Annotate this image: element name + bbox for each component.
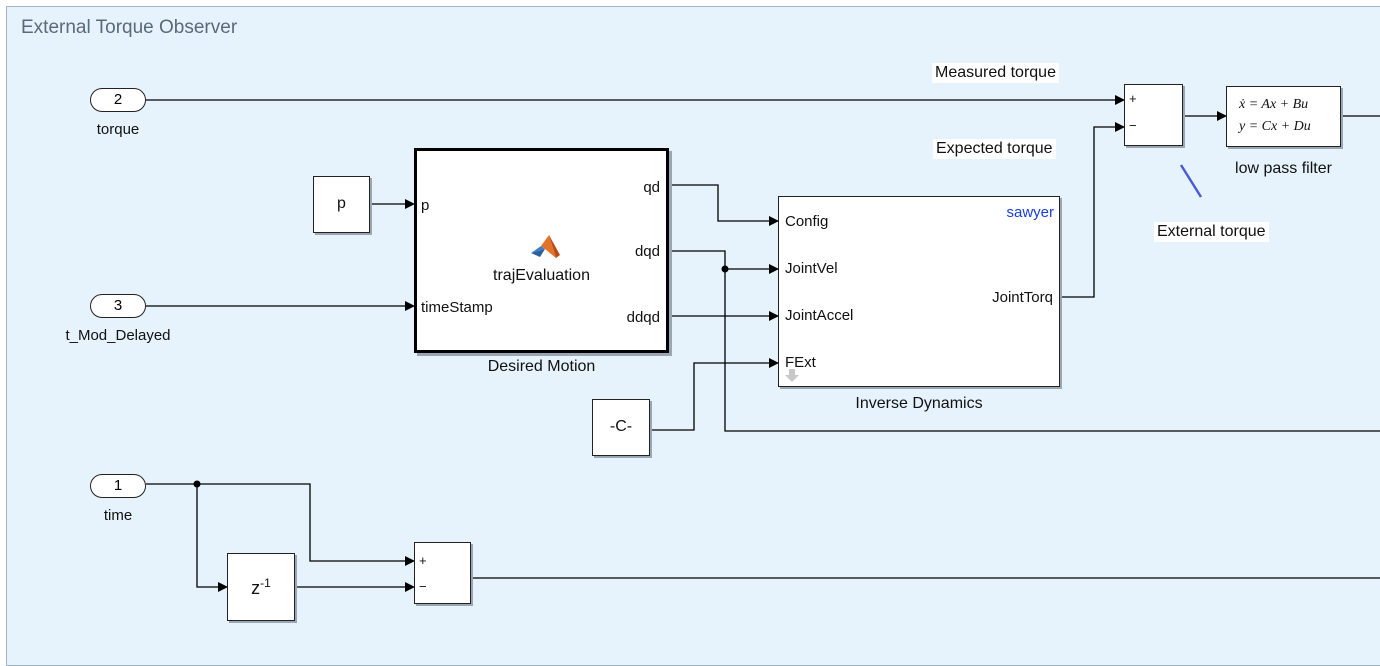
line-time (146, 483, 415, 566)
low-pass-filter-block[interactable]: ẋ = Ax + Bu y = Cx + Du (1226, 86, 1341, 147)
unit-delay-symbol: z-1 (228, 576, 294, 599)
signal-label-expected-torque[interactable]: Expected torque (933, 139, 1056, 159)
annotation-connector (1179, 164, 1203, 198)
port-label-ddqd: ddqd (626, 309, 660, 326)
port-label-jointvel: JointVel (785, 260, 838, 277)
line-qd (668, 184, 779, 226)
inport-number: 1 (113, 477, 123, 494)
inport-t-mod-delayed[interactable]: 3 (90, 294, 146, 318)
link-arrow-icon (785, 369, 799, 382)
line-time-branch (196, 484, 228, 592)
area-title: External Torque Observer (21, 17, 238, 38)
port-label-qd: qd (643, 179, 660, 196)
output-eq: y = Cx + Du (1239, 119, 1311, 134)
constant-c-text: -C- (609, 418, 633, 435)
port-label-config: Config (785, 213, 829, 230)
inverse-dynamics-name: Inverse Dynamics (855, 395, 983, 412)
low-pass-filter-name: low pass filter (1235, 160, 1332, 177)
line-expected-torque (1060, 122, 1125, 298)
inport-time[interactable]: 1 (90, 474, 146, 498)
port-label-p: p (421, 197, 430, 214)
sum-time-diff-block[interactable]: + − (414, 542, 471, 604)
port-label-jointaccel: JointAccel (785, 307, 854, 324)
sum-sign-minus: − (1129, 118, 1137, 133)
signal-label-measured-torque[interactable]: Measured torque (932, 63, 1059, 83)
inport-label-t-mod-delayed: t_Mod_Delayed (65, 327, 171, 344)
constant-c-block[interactable]: -C- (592, 399, 650, 456)
inport-number: 3 (113, 297, 123, 314)
sum-sign-plus: + (1129, 91, 1137, 106)
desired-motion-block[interactable]: p timeStamp qd dqd ddqd trajEvaluation (414, 148, 669, 353)
branch-dot-time (193, 480, 201, 488)
function-name: trajEvaluation (493, 267, 590, 284)
branch-dot-dqd (721, 265, 729, 273)
unit-delay-block[interactable]: z-1 (227, 553, 295, 621)
inverse-dynamics-block[interactable]: sawyer Config JointVel JointAccel FExt J… (778, 196, 1060, 387)
signal-label-external-torque[interactable]: External torque (1154, 222, 1269, 242)
inport-label-time: time (103, 507, 133, 524)
port-label-jointtorq: JointTorq (992, 289, 1053, 306)
line-dqd-branch (724, 269, 1380, 432)
line-dqd (668, 250, 779, 274)
sum-measured-expected-block[interactable]: + − (1124, 84, 1183, 146)
sum-sign-plus: + (419, 553, 427, 568)
robot-name: sawyer (1006, 204, 1054, 221)
inport-label-torque: torque (96, 121, 140, 138)
constant-p-block[interactable]: p (313, 176, 370, 233)
unit-delay-base: z (251, 578, 261, 598)
state-eq: ẋ = Ax + Bu (1239, 97, 1309, 112)
constant-p-text: p (337, 195, 346, 212)
line-fext (650, 358, 779, 431)
sum-sign-minus: − (419, 579, 427, 594)
desired-motion-name: Desired Motion (487, 358, 596, 375)
inport-number: 2 (113, 91, 123, 108)
inport-torque[interactable]: 2 (90, 88, 146, 112)
unit-delay-exp: -1 (260, 576, 271, 590)
matlab-logo-icon (531, 235, 560, 258)
port-label-dqd: dqd (634, 243, 660, 260)
port-label-timestamp: timeStamp (421, 299, 493, 316)
port-label-fext: FExt (785, 354, 816, 371)
